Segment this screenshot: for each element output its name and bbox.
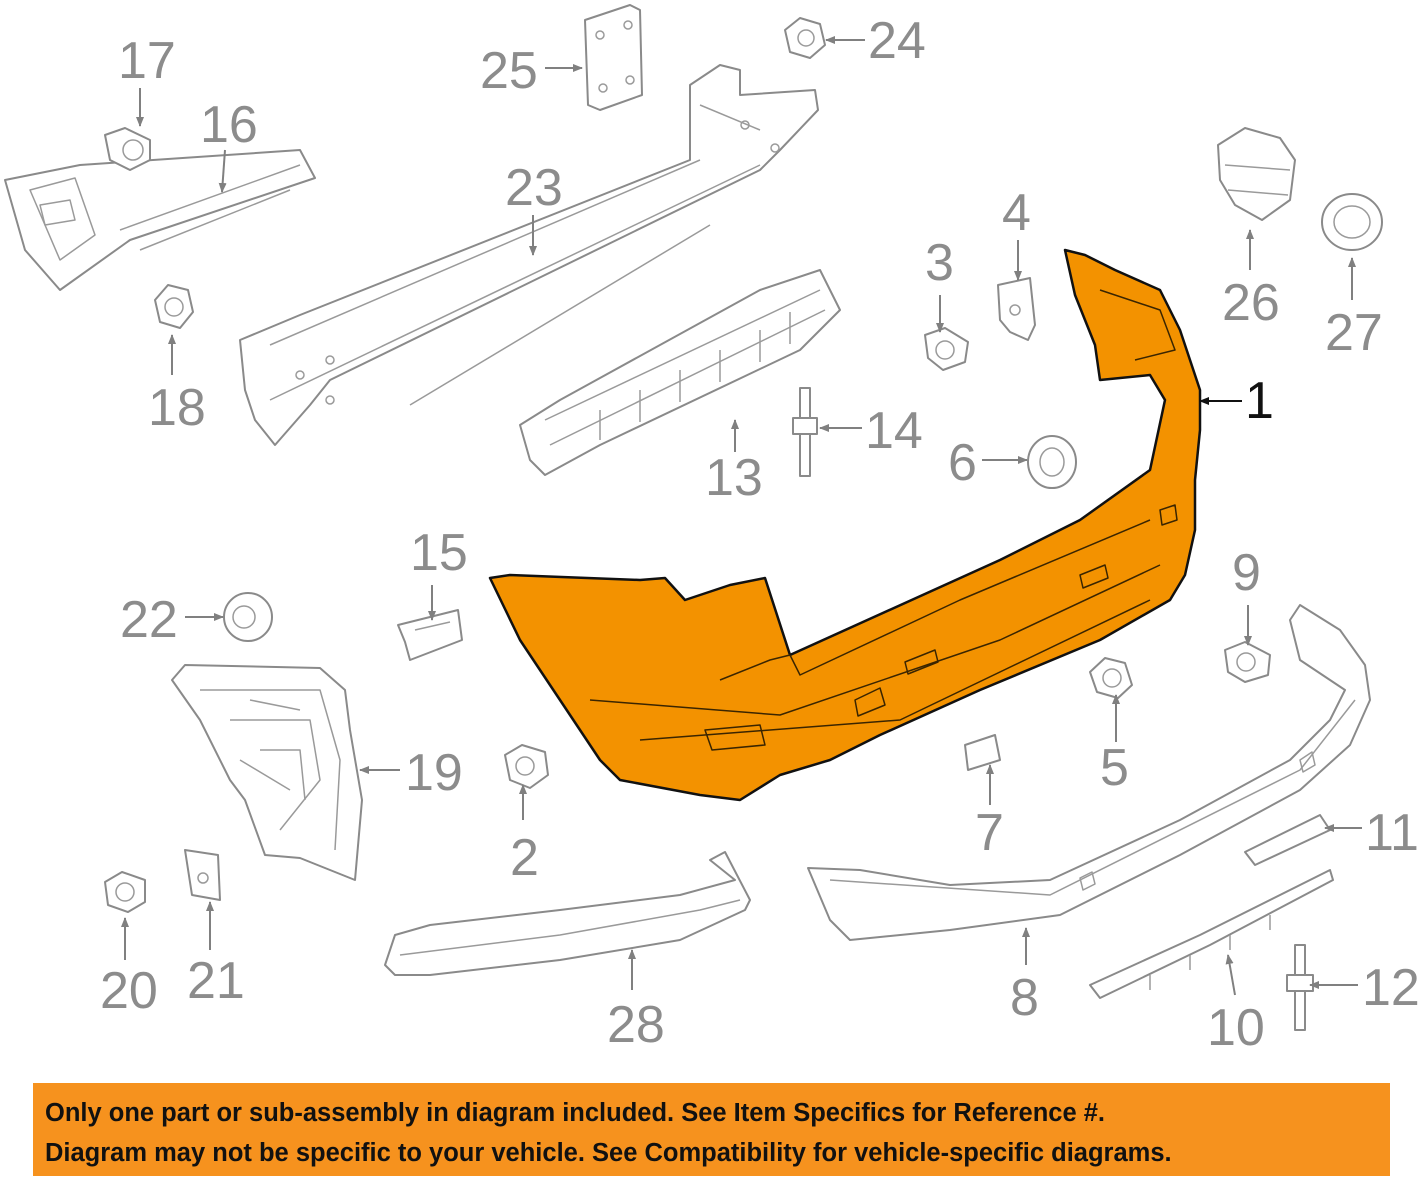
callout-9: 9 bbox=[1232, 544, 1261, 602]
callout-28: 28 bbox=[607, 996, 665, 1054]
part-28-molding bbox=[384, 851, 751, 976]
callout-3: 3 bbox=[925, 234, 954, 292]
part-4-clip bbox=[997, 277, 1036, 341]
callout-20: 20 bbox=[100, 962, 158, 1020]
callout-21: 21 bbox=[187, 952, 245, 1010]
callout-22: 22 bbox=[120, 591, 178, 649]
part-14-stud bbox=[792, 387, 818, 477]
part-6-bumper-pad bbox=[1027, 435, 1077, 489]
part-12-stud bbox=[1286, 944, 1314, 1031]
notice-line-2: Diagram may not be specific to your vehi… bbox=[45, 1139, 1172, 1167]
notice-line-1: Only one part or sub-assembly in diagram… bbox=[45, 1099, 1105, 1127]
leader-arrows bbox=[121, 36, 1362, 996]
part-25-plate bbox=[584, 4, 643, 111]
callout-26: 26 bbox=[1222, 274, 1280, 332]
part-15-bracket bbox=[397, 609, 463, 661]
part-20-bolt bbox=[104, 871, 146, 913]
callout-27: 27 bbox=[1325, 304, 1383, 362]
callout-4: 4 bbox=[1002, 184, 1031, 242]
part-17-bolt bbox=[104, 127, 151, 171]
callout-7: 7 bbox=[975, 804, 1004, 862]
part-10-lower-strip bbox=[1089, 869, 1334, 999]
part-9-bolt bbox=[1224, 641, 1271, 683]
callout-13: 13 bbox=[705, 449, 763, 507]
part-7-clip bbox=[964, 734, 1001, 771]
callout-18: 18 bbox=[148, 379, 206, 437]
callout-19: 19 bbox=[405, 744, 463, 802]
part-26-sensor-bracket bbox=[1217, 127, 1296, 221]
part-11-bracket-strip bbox=[1244, 814, 1331, 866]
callout-24: 24 bbox=[868, 12, 926, 70]
callout-8: 8 bbox=[1010, 969, 1039, 1027]
part-22-bumper-pad bbox=[223, 592, 273, 642]
callout-12: 12 bbox=[1362, 959, 1420, 1017]
part-21-clip bbox=[184, 849, 221, 901]
part-18-nut bbox=[154, 284, 194, 329]
part-1-bumper-cover bbox=[488, 248, 1202, 802]
callout-25: 25 bbox=[480, 42, 538, 100]
callout-6: 6 bbox=[948, 434, 977, 492]
part-5-nut bbox=[1089, 657, 1133, 699]
part-13-energy-absorber bbox=[519, 269, 841, 476]
callout-23: 23 bbox=[505, 159, 563, 217]
callout-labels: 1 2 3 4 5 6 7 8 9 10 11 12 13 14 15 16 1… bbox=[100, 12, 1420, 1057]
callout-15: 15 bbox=[410, 524, 468, 582]
callout-17: 17 bbox=[118, 32, 176, 90]
part-3-bolt bbox=[924, 327, 969, 371]
callout-2: 2 bbox=[510, 829, 539, 887]
callout-11: 11 bbox=[1365, 804, 1419, 862]
part-24-nut bbox=[784, 17, 826, 59]
callout-10: 10 bbox=[1207, 999, 1265, 1057]
callout-14: 14 bbox=[865, 402, 923, 460]
part-2-bolt bbox=[504, 744, 549, 789]
callout-16: 16 bbox=[200, 96, 258, 154]
callout-1: 1 bbox=[1245, 372, 1274, 430]
callout-5: 5 bbox=[1100, 739, 1129, 797]
part-16-side-bracket bbox=[4, 149, 316, 291]
part-27-grommet bbox=[1321, 193, 1383, 251]
part-23-reinforcement-beam bbox=[239, 64, 819, 446]
part-8-lower-valance bbox=[807, 604, 1371, 941]
notice-banner: Only one part or sub-assembly in diagram… bbox=[33, 1083, 1390, 1176]
part-19-side-support bbox=[171, 664, 363, 881]
